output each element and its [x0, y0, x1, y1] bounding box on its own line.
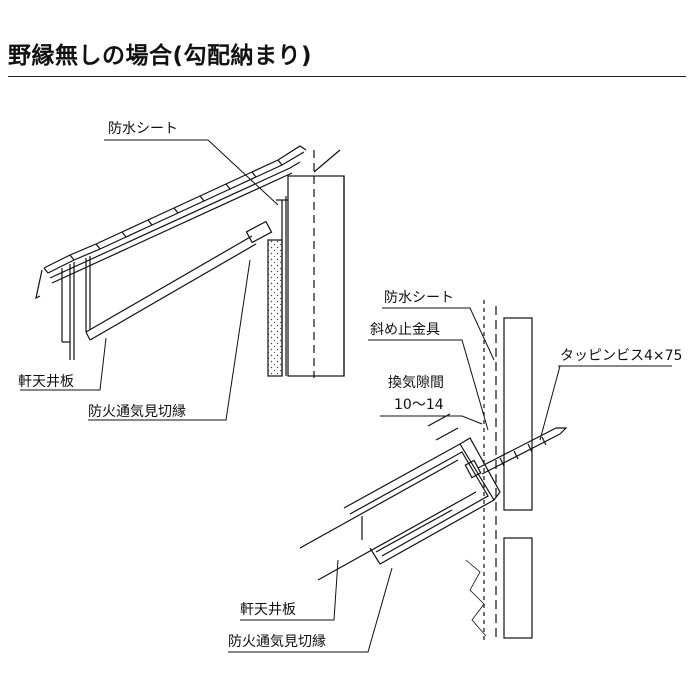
- tapping-screw: [464, 427, 568, 479]
- label-soffit-board-detail: 軒天井板: [240, 602, 296, 618]
- overview-wall: [267, 149, 345, 378]
- label-vent-gap: 換気隙間: [388, 375, 444, 391]
- label-vent-gap-value: 10～14: [394, 397, 444, 413]
- overview-drawing: [35, 145, 345, 378]
- label-firestop-vent-trim-overview: 防火通気見切縁: [88, 404, 186, 420]
- label-soffit-board-overview: 軒天井板: [18, 374, 74, 390]
- label-waterproof-sheet-detail: 防水シート: [384, 290, 454, 306]
- label-waterproof-sheet-overview: 防水シート: [108, 121, 178, 137]
- vent-gap-dimension: [427, 413, 459, 441]
- detail-drawing: [299, 300, 568, 640]
- soffit-board: [85, 220, 273, 341]
- roof-tiles: [35, 145, 307, 300]
- detail-leaders: [228, 307, 672, 653]
- overview-leaders: [20, 139, 279, 421]
- fascia: [61, 256, 91, 360]
- detail-wall: [465, 300, 533, 640]
- detail-soffit-board: [299, 459, 477, 581]
- label-firestop-vent-trim-detail: 防火通気見切縁: [228, 634, 326, 650]
- diagonal-bracket: [343, 437, 501, 565]
- title-divider: [8, 76, 686, 77]
- page-title: 野縁無しの場合(勾配納まり): [8, 43, 313, 69]
- label-tapping-screw: タッピンビス4×75: [560, 348, 682, 364]
- label-diagonal-bracket: 斜め止金具: [370, 322, 440, 338]
